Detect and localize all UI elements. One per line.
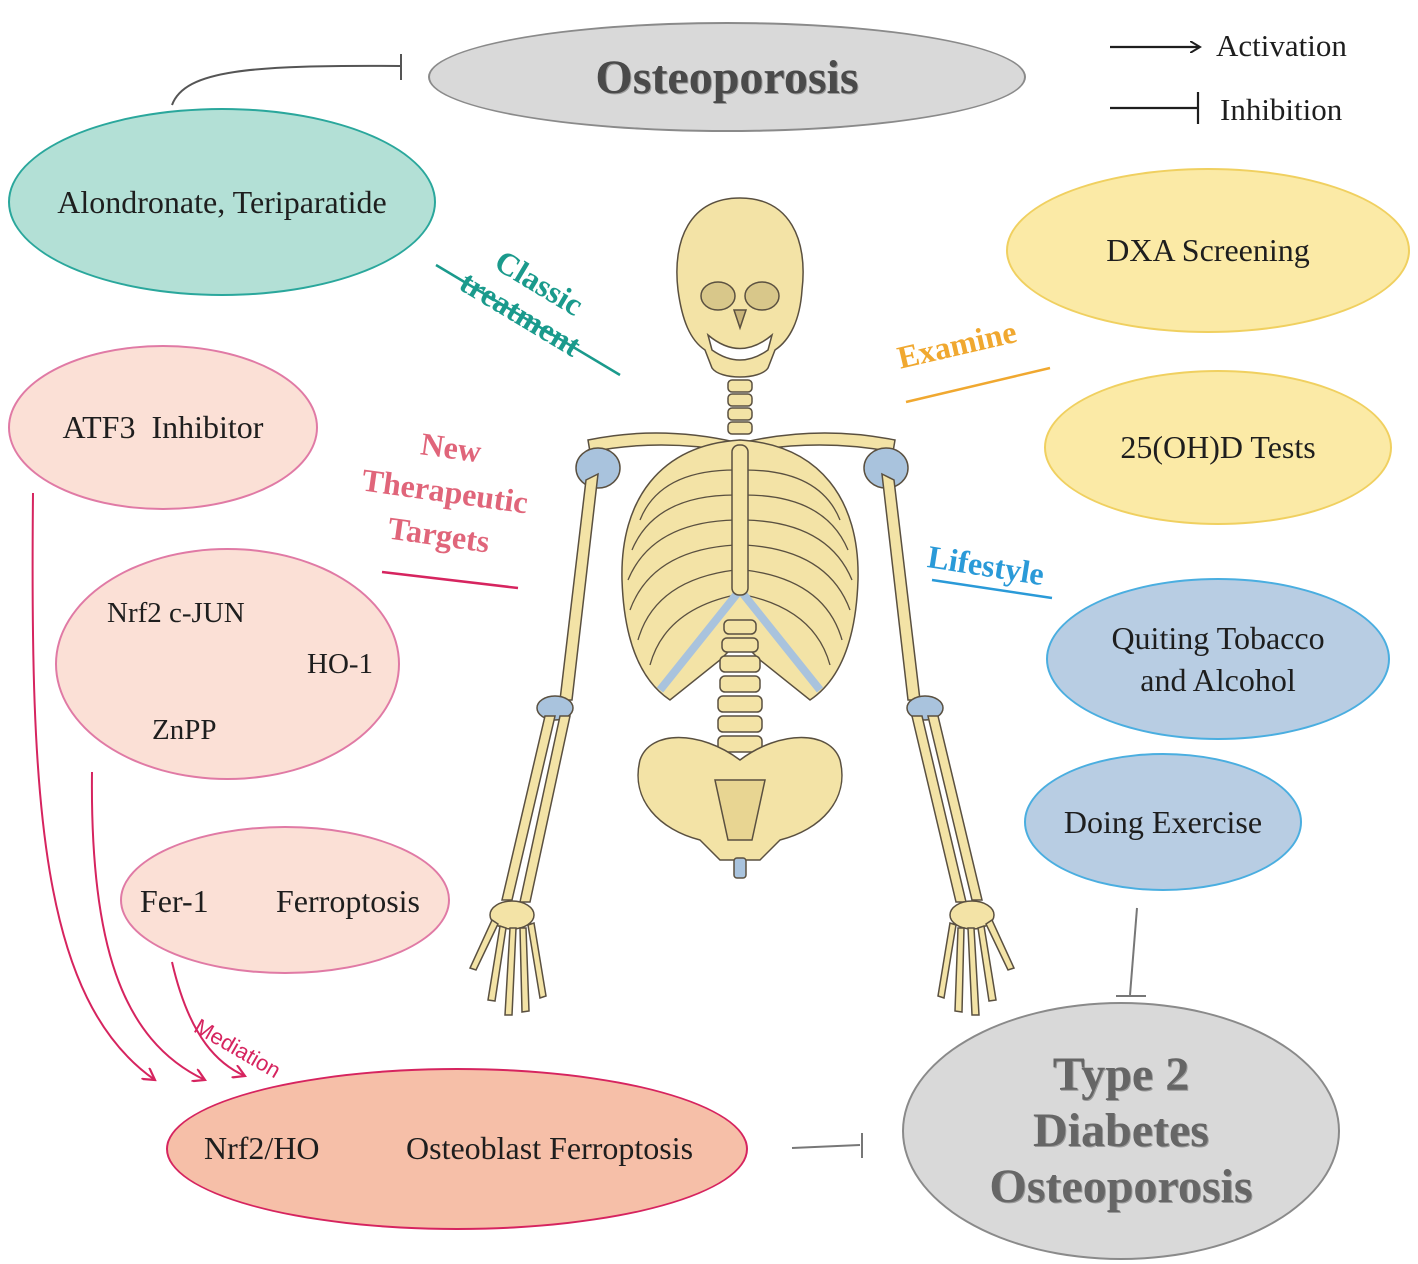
classic-drugs-node: Alondronate, Teriparatide xyxy=(8,108,436,296)
osteoblast-ferroptosis-label: Osteoblast Ferroptosis xyxy=(406,1130,694,1166)
tobacco-node: Quiting Tobacco and Alcohol xyxy=(1046,578,1390,740)
osteoporosis-label: Osteoporosis xyxy=(595,50,859,104)
right-hand xyxy=(937,900,1016,1016)
t2d-osteoporosis-node: Type 2 Diabetes Osteoporosis xyxy=(902,1002,1340,1260)
new-targets-underline xyxy=(381,570,519,590)
nrf2-ho-label: Nrf2/HO xyxy=(204,1130,320,1166)
drugs-inhibit-osteoporosis xyxy=(171,64,401,106)
dxa-node: DXA Screening xyxy=(1006,168,1410,333)
left-humerus xyxy=(559,472,599,701)
lifestyle-underline xyxy=(931,578,1053,600)
exercise-node: Doing Exercise xyxy=(1024,753,1302,891)
atf3-label: ATF3 Inhibitor xyxy=(62,409,264,445)
nrf2-pathway-node xyxy=(55,548,400,780)
skull xyxy=(676,197,804,378)
ferroptosis-node xyxy=(120,826,450,974)
elbow-right xyxy=(906,695,944,721)
ferroptosis-inhibits-t2d xyxy=(791,1144,861,1149)
skeleton-illustration xyxy=(468,197,1016,1016)
left-hand xyxy=(468,900,547,1016)
znpp-label: ZnPP xyxy=(152,714,217,746)
atf3-node: ATF3 Inhibitor xyxy=(8,345,318,510)
vitd-node: 25(OH)D Tests xyxy=(1044,370,1392,525)
legend-activation-label: Activation xyxy=(1216,28,1347,63)
exercise-label: Doing Exercise xyxy=(1063,803,1263,840)
sternum xyxy=(731,444,749,596)
atf3-to-nrf2ho-arrow xyxy=(31,492,155,1080)
exercise-inhibits-t2d xyxy=(1129,907,1138,996)
classic-drugs-label: Alondronate, Teriparatide xyxy=(57,183,387,220)
right-humerus xyxy=(881,472,921,701)
fer1-to-nrf2ho-arrow xyxy=(171,961,245,1076)
osteoporosis-node: Osteoporosis xyxy=(428,22,1026,132)
fer1-label: Fer-1 xyxy=(140,883,209,919)
nrf2-to-nrf2ho-arrow xyxy=(90,771,205,1080)
t2d-label-line3: Osteoporosis xyxy=(989,1160,1253,1213)
nrf2-cjun-label: Nrf2 c-JUN xyxy=(107,597,245,629)
new-targets-label: New Therapeutic Targets xyxy=(337,412,553,571)
spine xyxy=(717,619,763,753)
tobacco-label-line1: Quiting Tobacco xyxy=(1111,620,1325,656)
classic-underline xyxy=(435,263,621,377)
shoulder-left xyxy=(575,447,621,489)
ho1-label: HO-1 xyxy=(307,648,374,680)
tobacco-label-line2: and Alcohol xyxy=(1140,662,1296,698)
dxa-label: DXA Screening xyxy=(1106,232,1310,268)
ferroptosis-label: Ferroptosis xyxy=(276,883,420,919)
elbow-left xyxy=(536,695,574,721)
jaw-teeth xyxy=(706,332,774,361)
t2d-label-line1: Type 2 xyxy=(1052,1048,1190,1101)
legend-inhibition-label: Inhibition xyxy=(1220,92,1343,127)
nrf2-ho-node xyxy=(166,1068,748,1230)
examine-underline xyxy=(905,366,1051,404)
vitd-label: 25(OH)D Tests xyxy=(1120,429,1316,465)
t2d-label-line2: Diabetes xyxy=(1033,1104,1209,1157)
